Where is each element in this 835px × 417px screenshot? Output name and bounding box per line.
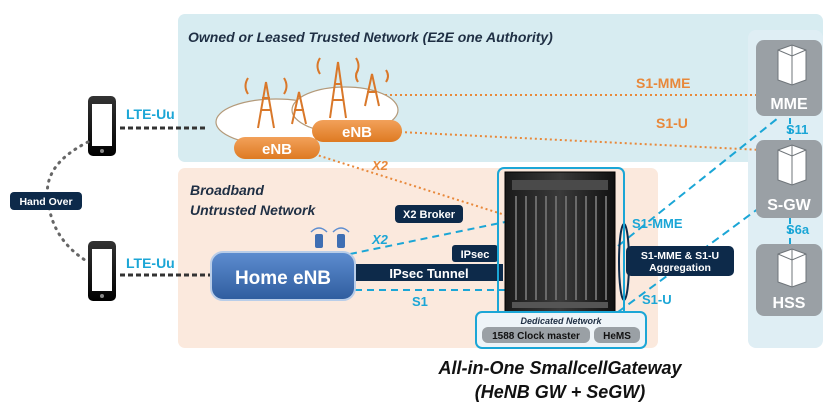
hss-label: HSS (773, 295, 806, 312)
lte-uu-top-label: LTE-Uu (126, 106, 175, 122)
untrusted-network-title-line1: Broadband (190, 182, 264, 198)
dedicated-network-label: Dedicated Network (520, 316, 602, 326)
ue-phone-top (88, 96, 116, 156)
s1-mme-right-label: S1-MME (632, 216, 683, 231)
home-enb-label: Home eNB (235, 268, 331, 289)
s1-mme-link-right (617, 117, 779, 247)
mme-label: MME (770, 96, 808, 113)
x2-link-henb (349, 221, 506, 255)
hems-pill (594, 327, 640, 343)
clock-master-pill (482, 327, 590, 343)
lte-uu-bottom-label: LTE-Uu (126, 255, 175, 271)
home-enb-box: Home eNB (210, 251, 356, 301)
enb-right-label: eNB (342, 124, 372, 141)
s11-label: S11 (786, 122, 808, 137)
handover-badge (10, 192, 82, 210)
ipsec-tunnel-bar (355, 264, 503, 281)
server-icon (777, 44, 807, 86)
ipsec-label: IPsec (461, 249, 490, 261)
s1-mme-top-label: S1-MME (636, 75, 690, 91)
x2-henb-label: X2 (371, 232, 389, 247)
handover-label: Hand Over (19, 196, 72, 208)
enb-badge-left: eNB (234, 137, 320, 159)
gateway-chassis (504, 171, 616, 313)
x2-top-label: X2 (371, 158, 389, 173)
sgw-label: S-GW (767, 197, 811, 214)
s6a-label: S6a (786, 222, 810, 237)
aggregation-label-line2: Aggregation (649, 262, 711, 274)
femtocell-antenna-icon (310, 227, 350, 248)
trusted-network-title: Owned or Leased Trusted Network (E2E one… (188, 29, 553, 45)
x2-broker-label: X2 Broker (403, 209, 456, 221)
server-icon (777, 144, 807, 186)
s1-u-right-label: S1-U (642, 292, 672, 307)
enb-left-label: eNB (262, 141, 292, 158)
aggregation-badge (626, 246, 734, 276)
mme-node: MME (756, 40, 822, 116)
s1-u-link-top (399, 131, 763, 151)
s1-u-top-label: S1-U (656, 115, 688, 131)
ipsec-badge (452, 245, 498, 262)
x2-broker-badge (395, 205, 463, 223)
hems-label: HeMS (603, 331, 631, 342)
ue-phone-bottom (88, 241, 116, 301)
x2-link-top (294, 147, 506, 216)
untrusted-network-title-line2: Untrusted Network (190, 202, 316, 218)
aggregation-label-line1: S1-MME & S1-U (641, 250, 719, 262)
gateway-caption-line1: All-in-One SmallcellGateway (437, 358, 682, 378)
cell-tower-icon (244, 57, 389, 129)
enb-badge-right: eNB (312, 120, 402, 142)
s1-henb-label: S1 (412, 294, 428, 309)
ipsec-tunnel-label: IPsec Tunnel (389, 266, 468, 281)
clock-master-label: 1588 Clock master (492, 331, 580, 342)
gateway-caption-line2: (HeNB GW + SeGW) (475, 382, 646, 402)
hss-node: HSS (756, 244, 822, 316)
sgw-node: S-GW (756, 140, 822, 218)
server-icon (777, 248, 807, 288)
